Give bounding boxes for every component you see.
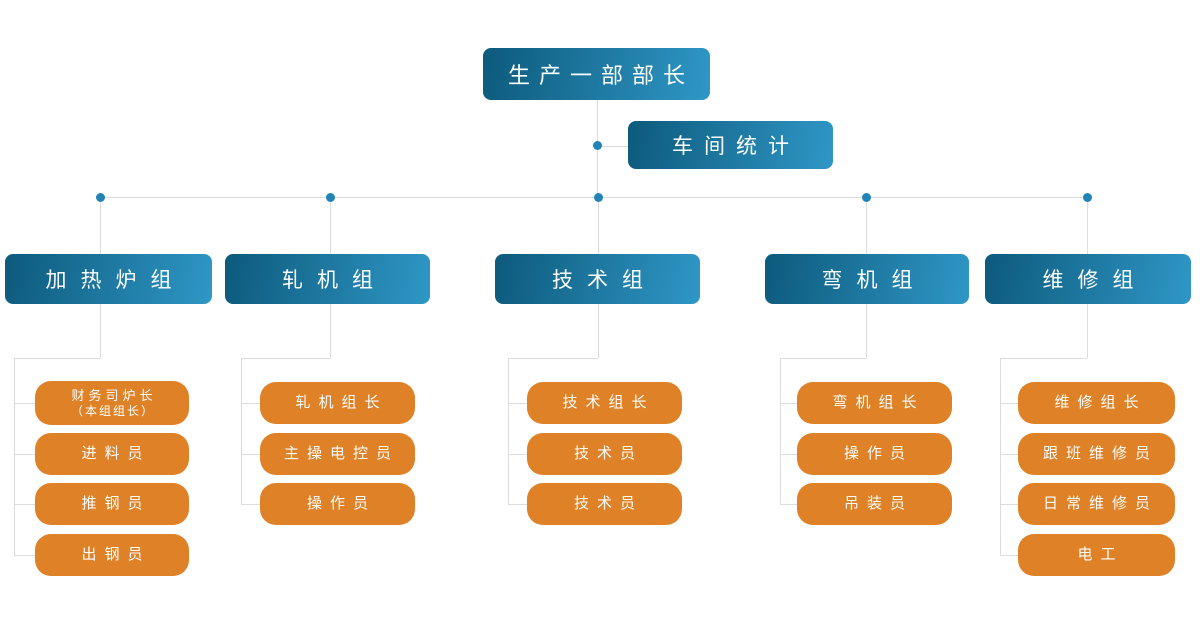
- junction-dot-group1: [96, 193, 105, 202]
- org-node-g4-rigger: 吊装员: [797, 483, 952, 525]
- node-label: 维修组长: [1054, 394, 1147, 411]
- connector-group2-elbow: [241, 358, 330, 359]
- connector-group4-elbow: [780, 358, 866, 359]
- connector-group3-stub-2: [508, 454, 527, 455]
- connector-group1-stub-3: [14, 504, 35, 505]
- node-label: 操作员: [306, 495, 376, 512]
- connector-group1-rail: [14, 358, 15, 555]
- org-node-g1-steel-pusher: 推钢员: [35, 483, 189, 525]
- node-label: 主操电控员: [283, 445, 399, 462]
- connector-group4-rail: [780, 358, 781, 504]
- org-node-group-heating-furnace: 加热炉组: [5, 254, 212, 304]
- connector-group3-elbow: [508, 358, 598, 359]
- org-node-group-technical: 技术组: [495, 254, 700, 304]
- junction-dot-group5: [1083, 193, 1092, 202]
- node-label: 技术员: [573, 495, 643, 512]
- org-node-g4-operator: 操作员: [797, 433, 952, 475]
- node-label: 吊装员: [843, 495, 913, 512]
- connector-group1-child-drop: [100, 304, 101, 358]
- connector-group2-rail: [241, 358, 242, 504]
- org-node-g5-electrician: 电工: [1018, 534, 1175, 576]
- node-label: 进料员: [81, 445, 151, 462]
- connector-group5-stub-4: [1000, 555, 1018, 556]
- org-node-g4-bender-leader: 弯机组长: [797, 382, 952, 424]
- junction-dot-staff: [593, 141, 602, 150]
- connector-group4-drop: [866, 198, 867, 254]
- connector-group3-drop: [598, 198, 599, 254]
- connector-group1-stub-4: [14, 555, 35, 556]
- connector-group5-child-drop: [1087, 304, 1088, 358]
- node-label: 操作员: [843, 445, 913, 462]
- junction-dot-group4: [862, 193, 871, 202]
- org-node-group-rolling-mill: 轧机组: [225, 254, 430, 304]
- connector-group1-stub-2: [14, 454, 35, 455]
- connector-group3-child-drop: [598, 304, 599, 358]
- connector-group5-stub-2: [1000, 454, 1018, 455]
- connector-group1-stub-1: [14, 403, 35, 404]
- connector-group4-stub-3: [780, 504, 797, 505]
- org-node-g2-chief-electric-operator: 主操电控员: [260, 433, 415, 475]
- connector-group5-drop: [1087, 198, 1088, 254]
- connector-group4-stub-2: [780, 454, 797, 455]
- connector-group3-stub-3: [508, 504, 527, 505]
- node-label: 弯机组长: [832, 394, 925, 411]
- connector-group5-rail: [1000, 358, 1001, 555]
- org-node-workshop-statistics: 车间统计: [628, 121, 833, 169]
- connector-group2-stub-3: [241, 504, 260, 505]
- org-node-g5-shift-maintainer: 跟班维修员: [1018, 433, 1175, 475]
- node-label: 技术组长: [562, 394, 655, 411]
- node-label: 跟班维修员: [1042, 445, 1158, 462]
- org-node-g5-maintenance-leader: 维修组长: [1018, 382, 1175, 424]
- connector-group5-elbow: [1000, 358, 1087, 359]
- junction-dot-group2: [326, 193, 335, 202]
- connector-group2-child-drop: [330, 304, 331, 358]
- org-node-g3-technician-1: 技术员: [527, 433, 682, 475]
- node-label: 技术员: [573, 445, 643, 462]
- connector-group1-drop: [100, 198, 101, 254]
- org-node-root: 生产一部部长: [483, 48, 710, 100]
- connector-group3-rail: [508, 358, 509, 504]
- connector-main-rail: [100, 197, 1087, 198]
- org-node-g1-feeder: 进料员: [35, 433, 189, 475]
- node-label: 出钢员: [81, 546, 151, 563]
- org-node-g3-technician-2: 技术员: [527, 483, 682, 525]
- connector-group2-drop: [330, 198, 331, 254]
- org-node-g1-steel-discharger: 出钢员: [35, 534, 189, 576]
- org-node-g5-daily-maintainer: 日常维修员: [1018, 483, 1175, 525]
- connector-group3-stub-1: [508, 403, 527, 404]
- connector-group2-stub-2: [241, 454, 260, 455]
- connector-group1-elbow: [14, 358, 100, 359]
- org-node-g2-mill-leader: 轧机组长: [260, 382, 415, 424]
- node-label: 轧机组长: [295, 394, 388, 411]
- connector-group4-stub-1: [780, 403, 797, 404]
- org-node-g1-furnace-leader: 财务司炉长 （本组组长）: [35, 381, 189, 425]
- junction-dot-group3: [594, 193, 603, 202]
- org-node-g3-tech-leader: 技术组长: [527, 382, 682, 424]
- node-label: 电工: [1077, 546, 1124, 563]
- node-label: 日常维修员: [1042, 495, 1158, 512]
- connector-group4-child-drop: [866, 304, 867, 358]
- node-sublabel: （本组组长）: [70, 404, 155, 419]
- connector-group5-stub-1: [1000, 403, 1018, 404]
- org-node-group-maintenance: 维修组: [985, 254, 1191, 304]
- connector-group5-stub-3: [1000, 504, 1018, 505]
- org-node-g2-operator: 操作员: [260, 483, 415, 525]
- org-node-group-bending-machine: 弯机组: [765, 254, 969, 304]
- node-label: 推钢员: [81, 495, 151, 512]
- connector-staff-stub: [597, 146, 628, 147]
- connector-group2-stub-1: [241, 403, 260, 404]
- node-label: 财务司炉长: [71, 387, 157, 403]
